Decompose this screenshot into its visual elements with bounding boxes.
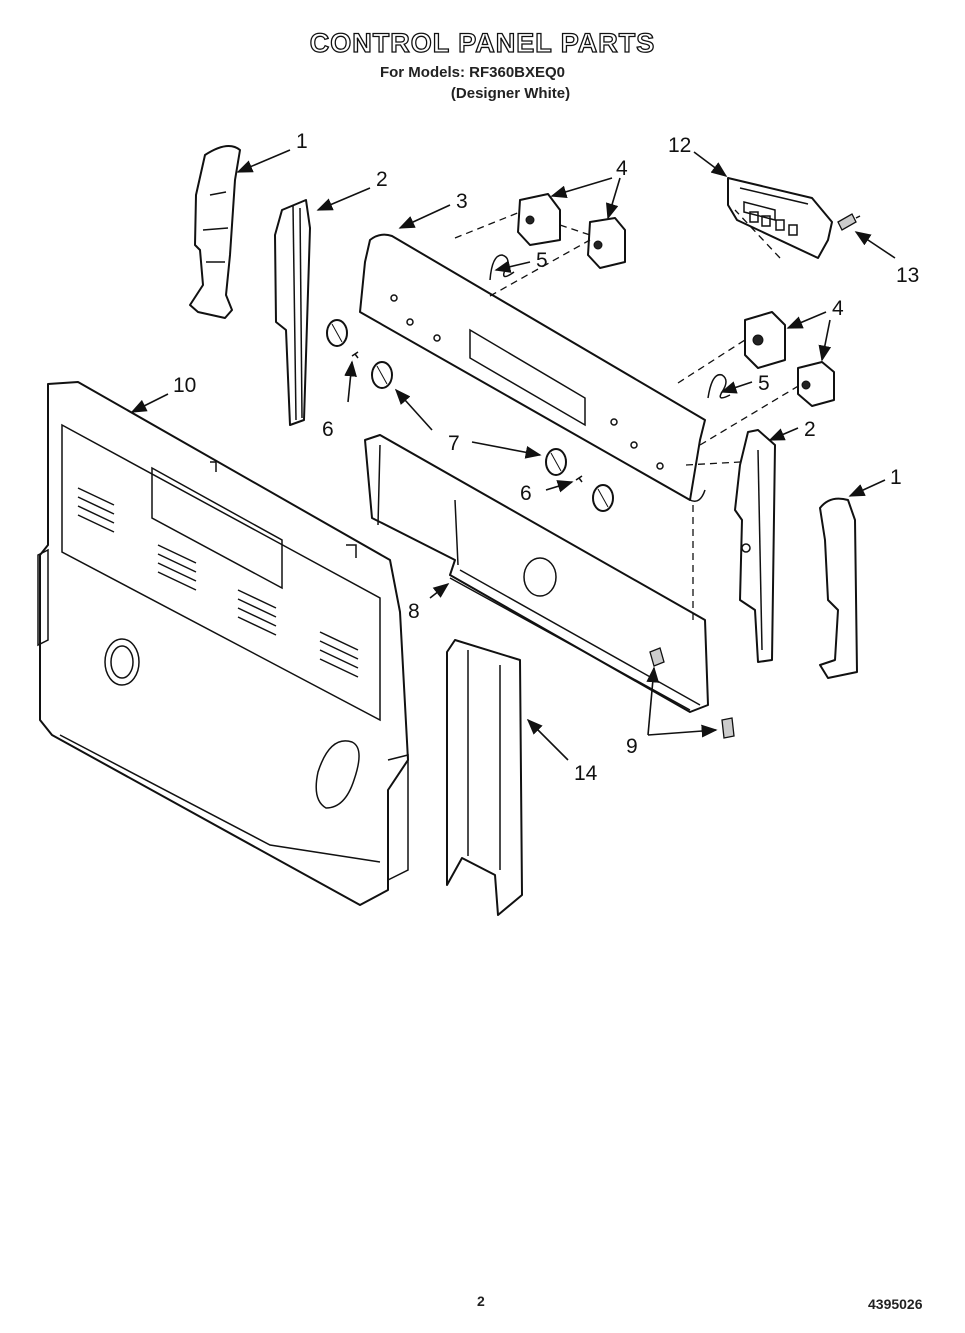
knob-right: [592, 484, 614, 512]
callout-switch-upper: 4: [616, 157, 628, 180]
side-trim-left: [189, 145, 241, 319]
callout-wire-right: 5: [758, 372, 770, 395]
callout-rear-panel: 10: [173, 374, 196, 397]
callout-side-trim-right: 1: [890, 466, 902, 489]
model-line: For Models: RF360BXEQ0: [379, 64, 566, 81]
clock-module: [727, 177, 833, 259]
screw-center: [575, 475, 583, 483]
clock-screw: [837, 213, 861, 231]
switch-upper-left: [517, 193, 561, 246]
rear-panel: [37, 381, 409, 906]
page-title: CONTROL PANEL PARTS: [309, 27, 656, 58]
knob-center: [545, 448, 567, 476]
wire-upper: [489, 254, 515, 281]
callout-labels: 1 2 3 4 5 6 7 6 8 9 10 12 13 4 5 2 1 14: [173, 130, 919, 785]
screw-pair: [649, 647, 735, 739]
page-number: 2: [477, 1293, 485, 1309]
callout-switch-right: 4: [832, 297, 844, 320]
switch-right-upper: [744, 311, 786, 369]
callout-control-panel: 3: [456, 190, 468, 213]
screw-left: [351, 351, 359, 359]
switch-right-lower: [797, 361, 835, 407]
callout-screw-center: 6: [520, 482, 532, 505]
callout-panel-support: 8: [408, 600, 420, 623]
knob-lower-left: [371, 361, 393, 389]
side-trim-right: [819, 497, 858, 679]
finish-line: (Designer White): [450, 85, 571, 102]
side-channel: [446, 639, 523, 916]
callout-side-trim-left: 1: [296, 130, 308, 153]
wire-right: [707, 373, 731, 399]
leader-lines: [130, 149, 896, 761]
callout-clock-module: 12: [668, 134, 691, 157]
bracket-left: [274, 199, 311, 426]
panel-support: [364, 434, 709, 713]
switch-upper-right: [587, 217, 626, 269]
callout-wire-upper: 5: [536, 249, 548, 272]
document-number: 4395026: [868, 1296, 923, 1312]
callout-bracket-left: 2: [376, 168, 388, 191]
callout-clock-screw: 13: [896, 264, 919, 287]
callout-screw-left: 6: [322, 418, 334, 441]
bracket-right: [734, 429, 776, 663]
assembly-guide-lines: [454, 209, 801, 620]
knob-upper-left: [326, 319, 348, 347]
control-panel: [359, 233, 706, 502]
exploded-parts-diagram: 1 2 3 4 5 6 7 6 8 9 10 12 13 4 5 2 1 14: [37, 130, 919, 916]
callout-side-channel: 14: [574, 762, 598, 785]
callout-screws: 9: [626, 735, 638, 758]
callout-bracket-right: 2: [804, 418, 816, 441]
callout-knob: 7: [448, 432, 460, 455]
